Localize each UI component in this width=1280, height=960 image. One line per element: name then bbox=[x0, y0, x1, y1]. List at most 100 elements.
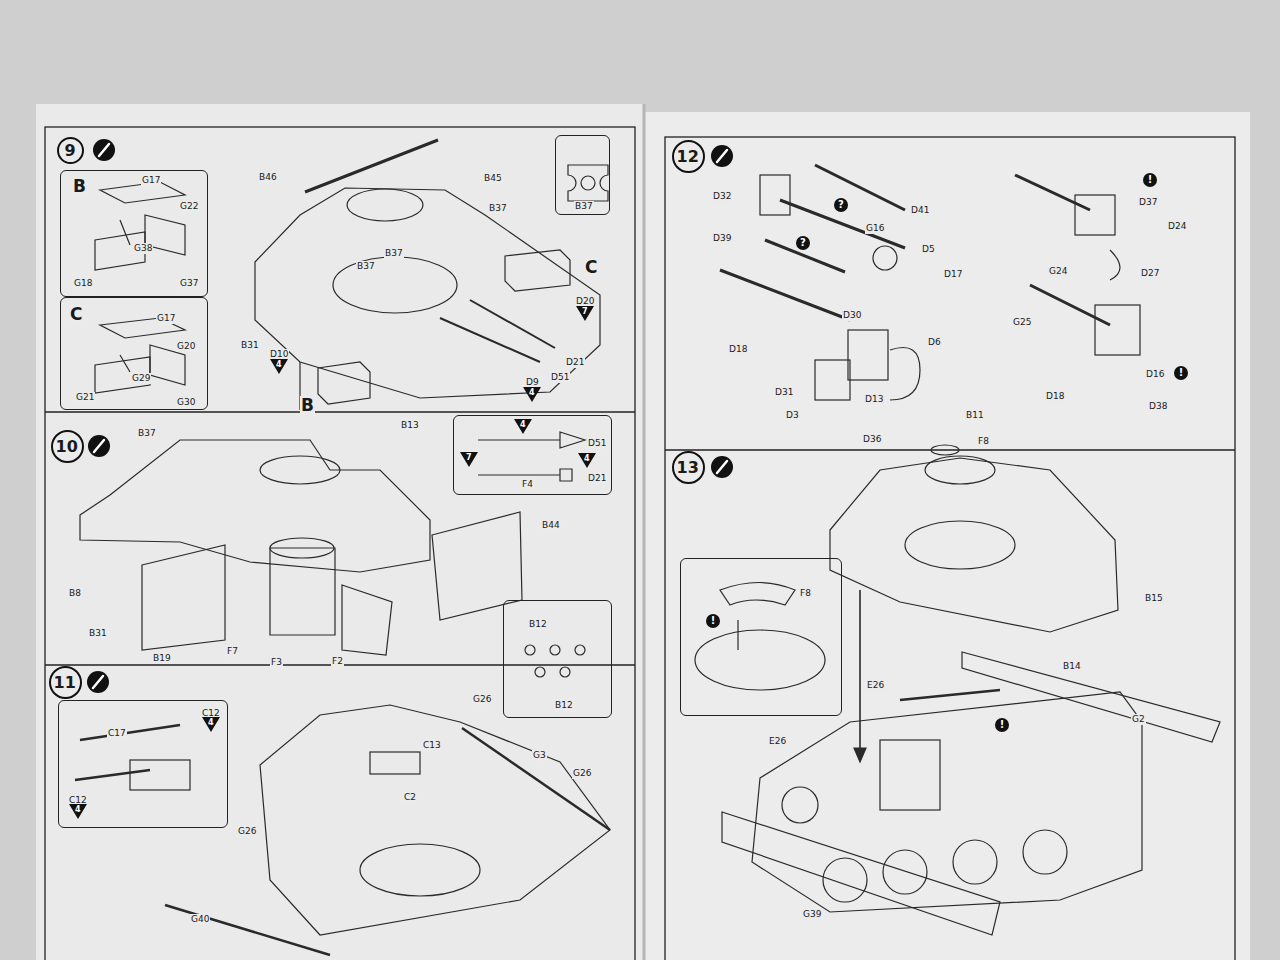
part-number: C17 bbox=[107, 728, 127, 739]
part-number: D39 bbox=[712, 233, 732, 244]
part-number: F8 bbox=[799, 588, 812, 599]
part-number: B44 bbox=[541, 520, 561, 531]
part-number: G24 bbox=[1048, 266, 1068, 277]
part-number: D41 bbox=[910, 205, 930, 216]
part-number: D51 bbox=[587, 438, 607, 449]
part-number: D21 bbox=[587, 473, 607, 484]
part-number: D36 bbox=[862, 434, 882, 445]
part-number: G39 bbox=[802, 909, 822, 920]
step-number-circle: 13 bbox=[672, 451, 705, 484]
step-number-circle: 10 bbox=[51, 430, 84, 463]
part-number: D17 bbox=[943, 269, 963, 280]
note-symbol: ! bbox=[706, 614, 720, 628]
part-number: D30 bbox=[842, 310, 862, 321]
part-number: B45 bbox=[483, 173, 503, 184]
part-number: C13 bbox=[422, 740, 442, 751]
part-number: D16 bbox=[1145, 369, 1165, 380]
sub-assembly-letter: B bbox=[300, 396, 315, 415]
step-number-circle: 12 bbox=[672, 140, 705, 173]
part-number: F8 bbox=[977, 436, 990, 447]
sub-assembly-letter: B bbox=[72, 177, 87, 196]
part-number: F2 bbox=[331, 656, 344, 667]
part-number: G30 bbox=[176, 397, 196, 408]
part-number: B15 bbox=[1144, 593, 1164, 604]
part-number: D9 bbox=[525, 377, 540, 388]
inset-box: B12B12 bbox=[503, 600, 612, 718]
part-number: D51 bbox=[550, 372, 570, 383]
part-number: G20 bbox=[176, 341, 196, 352]
part-number: D3 bbox=[785, 410, 800, 421]
part-number: G29 bbox=[131, 373, 151, 384]
quantity-number: 4 bbox=[584, 454, 590, 463]
step-number: 11 bbox=[54, 674, 76, 692]
part-number: B13 bbox=[400, 420, 420, 431]
part-number: D24 bbox=[1167, 221, 1187, 232]
note-symbol: ? bbox=[796, 236, 810, 250]
quantity-number: 7 bbox=[466, 453, 472, 462]
part-number: G26 bbox=[572, 768, 592, 779]
part-number: B12 bbox=[554, 700, 574, 711]
part-number: B11 bbox=[965, 410, 985, 421]
part-number: D27 bbox=[1140, 268, 1160, 279]
part-number: G38 bbox=[133, 243, 153, 254]
inset-box: C G17G20G29G21 G30 bbox=[60, 297, 208, 410]
part-number: D5 bbox=[921, 244, 936, 255]
part-number: D20 bbox=[575, 296, 595, 307]
part-number: B12 bbox=[528, 619, 548, 630]
part-number: D38 bbox=[1148, 401, 1168, 412]
step-number-circle: 9 bbox=[57, 137, 84, 164]
part-number: B46 bbox=[258, 172, 278, 183]
note-symbol: ! bbox=[1174, 366, 1188, 380]
sub-assembly-letter: C bbox=[69, 305, 83, 324]
quantity-number: 4 bbox=[208, 718, 214, 727]
inset-box: F8! bbox=[680, 558, 842, 716]
inset-box: C124C17C124 bbox=[58, 700, 228, 828]
part-number: B37 bbox=[488, 203, 508, 214]
part-number: D21 bbox=[565, 357, 585, 368]
quantity-number: 7 bbox=[582, 307, 588, 316]
note-symbol: ? bbox=[834, 198, 848, 212]
part-number: G26 bbox=[237, 826, 257, 837]
step-number: 9 bbox=[65, 142, 76, 160]
part-number: B37 bbox=[137, 428, 157, 439]
part-number: G25 bbox=[1012, 317, 1032, 328]
inset-box: BG17G22G38G18G37 bbox=[60, 170, 208, 297]
part-number: D32 bbox=[712, 191, 732, 202]
quantity-number: 4 bbox=[276, 360, 282, 369]
part-number: G18 bbox=[73, 278, 93, 289]
part-number: B37 bbox=[574, 201, 594, 212]
part-number: D6 bbox=[927, 337, 942, 348]
quantity-number: 4 bbox=[529, 388, 535, 397]
part-number: D37 bbox=[1138, 197, 1158, 208]
part-number: G17 bbox=[156, 313, 176, 324]
step-number-circle: 11 bbox=[49, 666, 82, 699]
sub-assembly-letter: C bbox=[584, 258, 598, 277]
part-number: D18 bbox=[1045, 391, 1065, 402]
step-number: 13 bbox=[677, 459, 699, 477]
part-number: E26 bbox=[768, 736, 787, 747]
inset-box: B37 bbox=[555, 135, 610, 215]
part-number: C2 bbox=[403, 792, 417, 803]
part-number: B31 bbox=[88, 628, 108, 639]
part-number: G21 bbox=[75, 392, 95, 403]
part-number: G26 bbox=[472, 694, 492, 705]
part-number: D13 bbox=[864, 394, 884, 405]
step-number: 10 bbox=[56, 438, 78, 456]
quantity-number: 4 bbox=[75, 805, 81, 814]
note-symbol: ! bbox=[1143, 173, 1157, 187]
part-number: B19 bbox=[152, 653, 172, 664]
part-number: G40 bbox=[190, 914, 210, 925]
part-number: F4 bbox=[521, 479, 534, 490]
part-number: G37 bbox=[179, 278, 199, 289]
part-number: G16 bbox=[865, 223, 885, 234]
part-number: F7 bbox=[226, 646, 239, 657]
part-number: F3 bbox=[270, 657, 283, 668]
part-number: D18 bbox=[728, 344, 748, 355]
part-number: B14 bbox=[1062, 661, 1082, 672]
step-number: 12 bbox=[677, 148, 699, 166]
part-number: B37 bbox=[384, 248, 404, 259]
part-number: D10 bbox=[269, 349, 289, 360]
note-symbol: ! bbox=[995, 718, 1009, 732]
part-number: E26 bbox=[866, 680, 885, 691]
